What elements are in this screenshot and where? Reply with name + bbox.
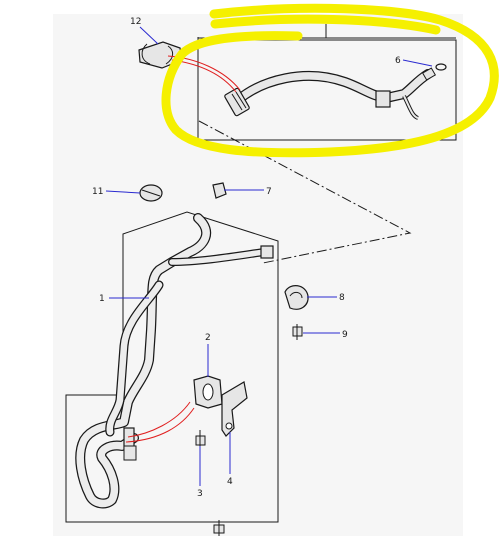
hose-crimp-sleeve xyxy=(375,90,391,108)
clip-part-7 xyxy=(212,182,227,199)
pipe-end-cap xyxy=(260,245,274,259)
callout-11: 11 xyxy=(92,187,103,197)
callout-2: 2 xyxy=(205,333,211,343)
clamp-part-8 xyxy=(284,285,309,310)
bolt-part-9 xyxy=(292,324,303,340)
clip-part-12 xyxy=(138,41,183,69)
mount-part-2 xyxy=(193,375,223,409)
pipe-lower-bracket xyxy=(123,427,137,461)
clip-part-11 xyxy=(139,184,163,202)
callout-7: 7 xyxy=(266,187,272,197)
callout-8: 8 xyxy=(339,293,345,303)
leader-lines xyxy=(105,26,433,486)
callout-9: 9 xyxy=(342,330,348,340)
callout-3: 3 xyxy=(197,489,203,499)
callout-1: 1 xyxy=(99,294,105,304)
pressure-hose xyxy=(233,69,433,120)
relation-line xyxy=(198,120,412,264)
callout-6: 6 xyxy=(395,56,401,66)
yellow-highlight xyxy=(161,3,499,158)
hose-end-fitting xyxy=(224,87,250,117)
hose-assembly-outline xyxy=(197,39,457,141)
callout-4: 4 xyxy=(227,477,233,487)
bolt-partial-bottom xyxy=(213,520,225,536)
seal-ring-part-6 xyxy=(421,63,447,81)
bracket-part-4 xyxy=(221,381,248,437)
callout-12: 12 xyxy=(130,17,141,27)
return-pipe xyxy=(75,213,268,509)
